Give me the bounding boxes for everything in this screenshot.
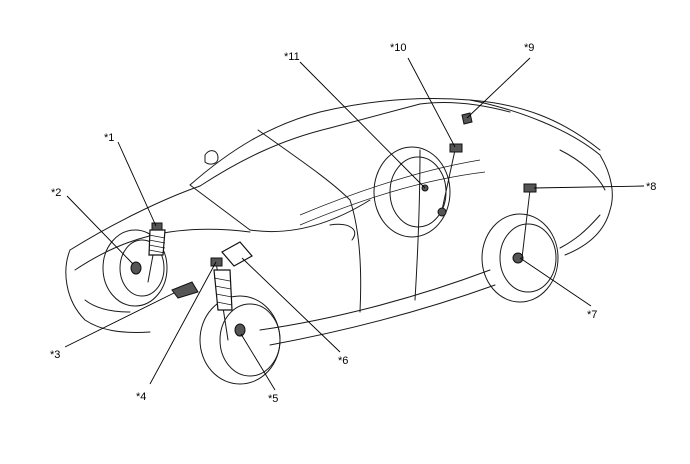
callout-2: *2 [51, 187, 61, 199]
callout-3: *3 [50, 349, 60, 361]
front-left-shock-absorber [210, 257, 233, 341]
front-left-speed-sensor [234, 323, 246, 337]
front-right-shock-absorber [147, 222, 166, 283]
rear-left-shock-absorber [521, 183, 537, 259]
callout-10: *10 [390, 42, 407, 54]
front-height-sensor [171, 281, 199, 299]
front-left-wheel [199, 295, 281, 385]
callout-5: *5 [268, 393, 278, 405]
front-right-speed-sensor [130, 261, 142, 275]
rear-right-wheel [373, 146, 451, 238]
callout-6: *6 [338, 355, 348, 367]
callout-1: *1 [104, 132, 114, 144]
rear-left-wheel [481, 213, 559, 303]
rear-right-shock-absorber [437, 143, 463, 217]
leader-lines [64, 57, 645, 391]
rear-left-speed-sensor [512, 252, 524, 264]
suspension-control-ecu [221, 241, 253, 267]
callout-11: *11 [284, 51, 300, 63]
callout-8: *8 [646, 181, 656, 193]
front-right-wheel [102, 229, 168, 307]
callout-7: *7 [587, 309, 597, 321]
car-body [65, 98, 613, 346]
callout-9: *9 [524, 42, 534, 54]
callout-4: *4 [136, 391, 146, 403]
